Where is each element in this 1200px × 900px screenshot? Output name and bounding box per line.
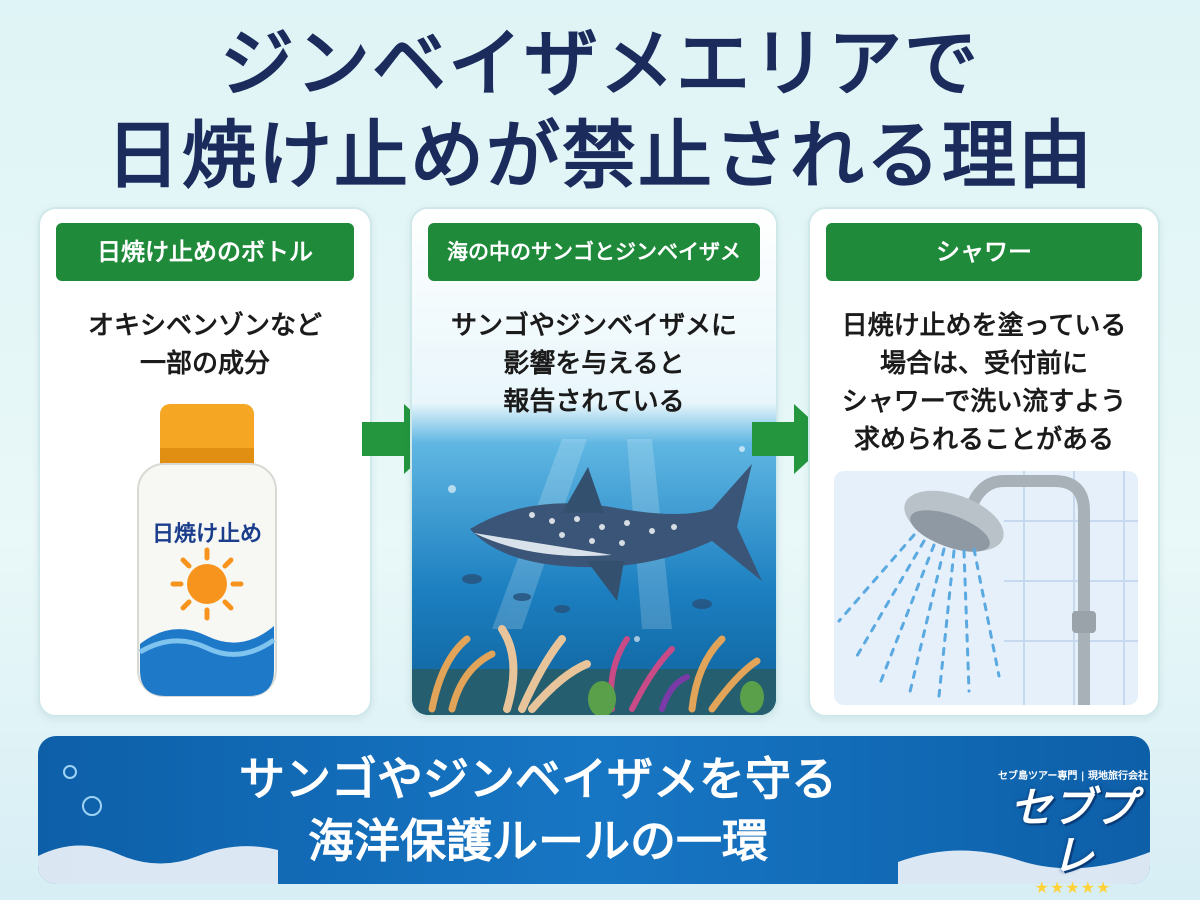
bottom-banner: サンゴやジンベイザメを守る 海洋保護ルールの一環 bbox=[38, 736, 1150, 884]
shower-head-illustration bbox=[834, 471, 1138, 705]
logo-tagline: セブ島ツアー専門 | 現地旅行会社 bbox=[998, 771, 1149, 782]
card-description: オキシベンゾンなど 一部の成分 bbox=[87, 311, 322, 379]
whale-shark-reef-illustration bbox=[412, 209, 776, 715]
card-description: 日焼け止めを塗っている 場合は、受付前に シャワーで洗い流すよう 求められること… bbox=[841, 311, 1127, 455]
title-line-1: ジンベイザメエリアで bbox=[220, 21, 980, 107]
company-logo: セブ島ツアー専門 | 現地旅行会社 セブプレ ★★★★★ bbox=[998, 770, 1148, 896]
logo-name: セブプレ bbox=[1009, 783, 1136, 880]
card-description: サンゴやジンベイザメに 影響を与えると 報告されている bbox=[450, 311, 737, 417]
card-shower: シャワー 日焼け止めを塗っている 場合は、受付前に シャワーで洗い流すよう 求め… bbox=[808, 207, 1160, 717]
whale-shark-shape bbox=[470, 464, 762, 601]
wave-decoration bbox=[38, 845, 1150, 884]
star-rating-icon: ★★★★★ bbox=[1034, 878, 1112, 897]
card-heading: 海の中のサンゴとジンベイザメ bbox=[428, 223, 760, 281]
card-heading: 日焼け止めのボトル bbox=[56, 223, 354, 281]
bubble-decoration bbox=[63, 765, 102, 816]
title-line-2: 日焼け止めが禁止される理由 bbox=[106, 113, 1094, 199]
card-coral-whale-shark: 海の中のサンゴとジンベイザメ サンゴやジンベイザメに 影響を与えると 報告されて… bbox=[410, 207, 778, 717]
bottle-label: 日焼け止め bbox=[151, 522, 262, 547]
banner-message: サンゴやジンベイザメを守る 海洋保護ルールの一環 bbox=[239, 752, 837, 868]
card-sunscreen-bottle: 日焼け止めのボトル オキシベンゾンなど 一部の成分 日焼け止め bbox=[38, 207, 372, 717]
page-title: ジンベイザメエリアで 日焼け止めが禁止される理由 bbox=[0, 18, 1200, 202]
card-heading: シャワー bbox=[826, 223, 1142, 281]
sunscreen-bottle-illustration bbox=[137, 404, 277, 697]
